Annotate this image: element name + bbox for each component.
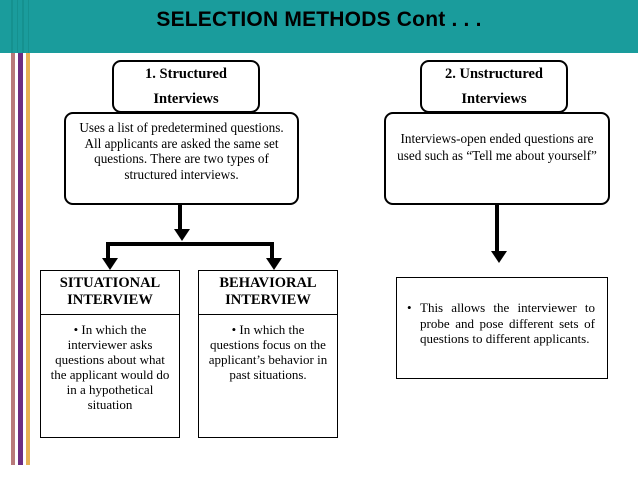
behavioral-heading-line-2: INTERVIEW [225,292,311,308]
unstructured-title-line-2: Interviews [461,90,527,107]
arrowhead-unstructured [491,251,507,263]
behavioral-interview-box: BEHAVIORAL INTERVIEW • In which the ques… [198,270,338,438]
connector-structured-split-bar [106,242,274,246]
structured-title-line-2: Interviews [153,90,219,107]
behavioral-heading-line-1: BEHAVIORAL [219,275,317,291]
header-rule-3 [22,0,24,53]
unstructured-description-box: Interviews-open ended questions are used… [384,112,610,205]
situational-heading-line-1: SITUATIONAL [59,275,161,291]
slide-title: SELECTION METHODS Cont . . . [156,8,482,31]
behavioral-interview-text: • In which the questions focus on the ap… [208,322,328,382]
arrowhead-structured-stem [174,229,190,241]
arrowhead-behavioral [266,258,282,270]
structured-description-text: Uses a list of predetermined questions. … [79,120,284,182]
stripe-gap-1 [15,53,18,465]
structured-description-box: Uses a list of predetermined questions. … [64,112,299,205]
gold-stripe [26,53,30,465]
situational-interview-box: SITUATIONAL INTERVIEW • In which the int… [40,270,180,438]
structured-title-box: 1. Structured Interviews [112,60,260,113]
connector-unstructured-stem [495,205,499,253]
connector-behavioral-drop [270,242,274,261]
rose-stripe [11,53,15,465]
header-rule-2 [17,0,18,53]
stripe-gap-2 [23,53,26,465]
situational-heading-line-2: INTERVIEW [67,292,153,308]
unstructured-title-line-1: 2. Unstructured [444,65,543,82]
unstructured-title-box: 2. Unstructured Interviews [420,60,568,113]
structured-title-line-1: 1. Structured [145,65,227,82]
behavioral-interview-heading: BEHAVIORAL INTERVIEW [199,271,337,315]
connector-structured-stem [178,205,182,231]
unstructured-detail-text: This allows the interviewer to probe and… [407,300,595,347]
arrowhead-situational [102,258,118,270]
slide-header-band [0,0,638,53]
unstructured-description-text: Interviews-open ended questions are used… [397,131,597,163]
unstructured-detail-box: This allows the interviewer to probe and… [396,277,608,379]
situational-interview-heading: SITUATIONAL INTERVIEW [41,271,179,315]
purple-stripe [18,53,23,465]
situational-interview-text: • In which the interviewer asks question… [50,322,170,412]
header-rule-1 [11,0,13,53]
header-rule-4 [28,0,29,53]
connector-situational-drop [106,242,110,261]
